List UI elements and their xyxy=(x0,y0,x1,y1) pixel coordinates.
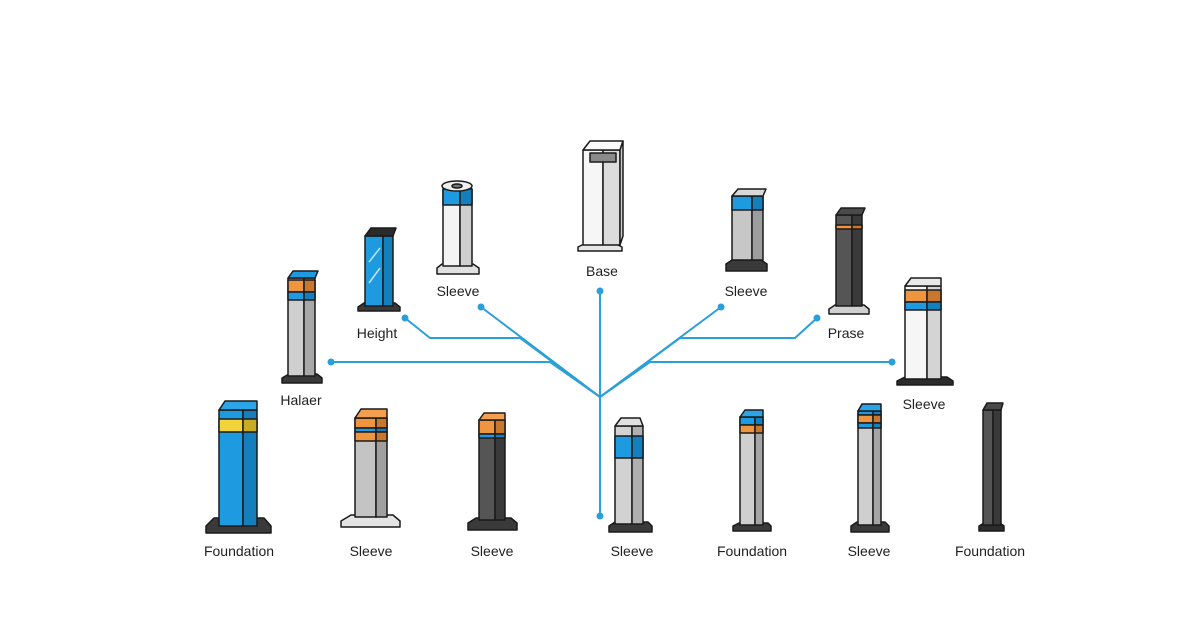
label-sleeve-b4: Sleeve xyxy=(847,543,891,559)
gray-bollard-blue-band-icon xyxy=(725,188,768,272)
connector-dot xyxy=(477,303,485,311)
connector-height xyxy=(404,317,601,398)
gray-bollard-blue-orange-icon xyxy=(732,409,772,532)
connector-dot xyxy=(596,512,604,520)
connector-dot xyxy=(888,358,896,366)
connector-prase xyxy=(599,317,818,398)
connector-dot xyxy=(813,314,821,322)
blue-glass-bollard-icon xyxy=(357,227,401,312)
label-foundation-3: Foundation xyxy=(954,543,1026,559)
label-base: Base xyxy=(586,263,618,279)
gray-bollard-blue-cap-icon xyxy=(608,417,653,533)
silver-bollard-orange-cap-icon xyxy=(340,408,401,528)
dark-bollard-orange-cap-icon xyxy=(467,412,518,531)
slim-bollard-blue-orange-icon xyxy=(850,403,890,533)
connector-lines xyxy=(330,290,893,517)
connector-dot xyxy=(327,358,335,366)
label-height: Height xyxy=(356,325,398,341)
white-bollard-blue-band-icon xyxy=(436,180,480,275)
label-foundation-1: Foundation xyxy=(203,543,275,559)
label-sleeve-b1: Sleeve xyxy=(349,543,393,559)
connector-dots xyxy=(327,287,896,520)
white-bollard-orange-blue-icon xyxy=(896,277,954,386)
white-sleeve-bollard-icon xyxy=(577,140,624,252)
connector-sleeve-far-right xyxy=(599,361,893,398)
connector-dot xyxy=(717,303,725,311)
connector-dot xyxy=(596,287,604,295)
connector-halaer xyxy=(330,361,601,398)
label-sleeve-b3: Sleeve xyxy=(610,543,654,559)
connector-dot xyxy=(401,314,409,322)
bollards xyxy=(205,140,1005,534)
label-halaer: Halaer xyxy=(280,392,322,408)
blue-bollard-yellow-band-icon xyxy=(205,400,272,534)
label-sleeve-top-right: Sleeve xyxy=(724,283,768,299)
label-sleeve-top-left: Sleeve xyxy=(436,283,480,299)
charcoal-bollard-icon xyxy=(978,402,1005,532)
gray-bollard-orange-blue-icon xyxy=(281,270,323,384)
label-sleeve-b2: Sleeve xyxy=(470,543,514,559)
label-prase: Prase xyxy=(827,325,865,341)
dark-bollard-orange-stripe-icon xyxy=(828,207,870,315)
label-foundation-2: Foundation xyxy=(716,543,788,559)
label-sleeve-right: Sleeve xyxy=(902,396,946,412)
